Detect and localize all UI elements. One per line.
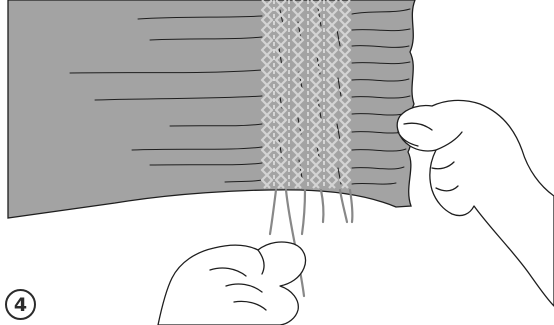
left-hand [158, 242, 306, 325]
step-number-badge: 4 [5, 289, 36, 320]
fabric-panel [8, 0, 415, 218]
right-hand [397, 100, 554, 306]
